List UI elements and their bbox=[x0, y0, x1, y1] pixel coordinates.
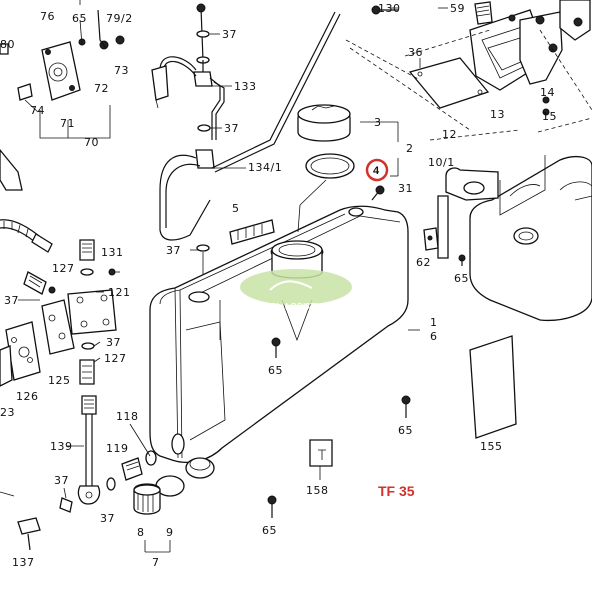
label-119: 119 bbox=[106, 442, 129, 455]
watermark-text: AGRI - LOGISTIC bbox=[257, 302, 323, 311]
diagram-code-label: TF 35 bbox=[378, 483, 415, 499]
label-37-d: 37 bbox=[166, 244, 181, 257]
label-79-2: 79/2 bbox=[106, 12, 133, 25]
label-37-h: 37 bbox=[100, 512, 115, 525]
label-36: 36 bbox=[408, 46, 423, 59]
highlight-marker bbox=[365, 158, 389, 182]
label-137: 137 bbox=[12, 556, 35, 569]
misc-parts bbox=[229, 219, 411, 518]
label-5: 5 bbox=[232, 202, 240, 215]
label-37-e: 37 bbox=[4, 294, 19, 307]
label-2: 2 bbox=[406, 142, 414, 155]
label-12: 12 bbox=[442, 128, 457, 141]
valve-block-assembly bbox=[0, 219, 117, 387]
label-14: 14 bbox=[540, 86, 555, 99]
watermark: AGRI - LOGISTIC bbox=[240, 269, 352, 311]
label-23: 23 bbox=[0, 406, 15, 419]
label-9: 9 bbox=[166, 526, 174, 539]
label-73: 73 bbox=[114, 64, 129, 77]
label-65-e: 65 bbox=[262, 524, 277, 537]
leader-lines bbox=[18, 7, 448, 499]
label-133: 133 bbox=[234, 80, 257, 93]
label-8: 8 bbox=[137, 526, 145, 539]
label-65-c: 65 bbox=[268, 364, 283, 377]
label-127-a: 127 bbox=[52, 262, 75, 275]
label-125: 125 bbox=[48, 374, 71, 387]
label-72: 72 bbox=[94, 82, 109, 95]
label-15: 15 bbox=[542, 110, 557, 123]
cover-plate-assembly bbox=[0, 0, 125, 191]
filler-cap bbox=[297, 104, 355, 233]
label-80: 80 bbox=[0, 38, 15, 51]
label-65: 65 bbox=[72, 12, 87, 25]
label-37-c: 37 bbox=[224, 122, 239, 135]
reservoir-tank bbox=[423, 155, 592, 439]
label-76: 76 bbox=[40, 10, 55, 23]
label-127-b: 127 bbox=[104, 352, 127, 365]
label-71: 71 bbox=[60, 117, 75, 130]
top-right-assembly bbox=[345, 0, 592, 141]
bolt-31 bbox=[371, 185, 385, 201]
label-13: 13 bbox=[490, 108, 505, 121]
label-37-g: 37 bbox=[54, 474, 69, 487]
label-70: 70 bbox=[84, 136, 99, 149]
pipe-lines bbox=[151, 3, 341, 290]
label-3: 3 bbox=[374, 116, 382, 129]
label-65-b: 65 bbox=[454, 272, 469, 285]
label-74: 74 bbox=[30, 104, 45, 117]
lower-left-fittings bbox=[0, 395, 185, 553]
label-126: 126 bbox=[16, 390, 39, 403]
label-134-1: 134/1 bbox=[248, 161, 282, 174]
label-155: 155 bbox=[480, 440, 503, 453]
label-37-a: 37 bbox=[222, 28, 237, 41]
label-31: 31 bbox=[398, 182, 413, 195]
label-130: 130 bbox=[378, 2, 401, 15]
part-labels: 76 65 79/2 130 59 80 37 73 72 36 133 74 … bbox=[0, 2, 557, 569]
label-10-1: 10/1 bbox=[428, 156, 455, 169]
label-158: 158 bbox=[306, 484, 329, 497]
label-7: 7 bbox=[152, 556, 160, 569]
label-59: 59 bbox=[450, 2, 465, 15]
label-65-d: 65 bbox=[398, 424, 413, 437]
label-118: 118 bbox=[116, 410, 139, 423]
highlight-label: 4 bbox=[373, 165, 380, 177]
label-62: 62 bbox=[416, 256, 431, 269]
label-131: 131 bbox=[101, 246, 124, 259]
label-139: 139 bbox=[50, 440, 73, 453]
label-1: 1 bbox=[430, 316, 438, 329]
label-121: 121 bbox=[108, 286, 131, 299]
label-6: 6 bbox=[430, 330, 438, 343]
label-37-f: 37 bbox=[106, 336, 121, 349]
callout-2-bracket bbox=[360, 121, 399, 177]
